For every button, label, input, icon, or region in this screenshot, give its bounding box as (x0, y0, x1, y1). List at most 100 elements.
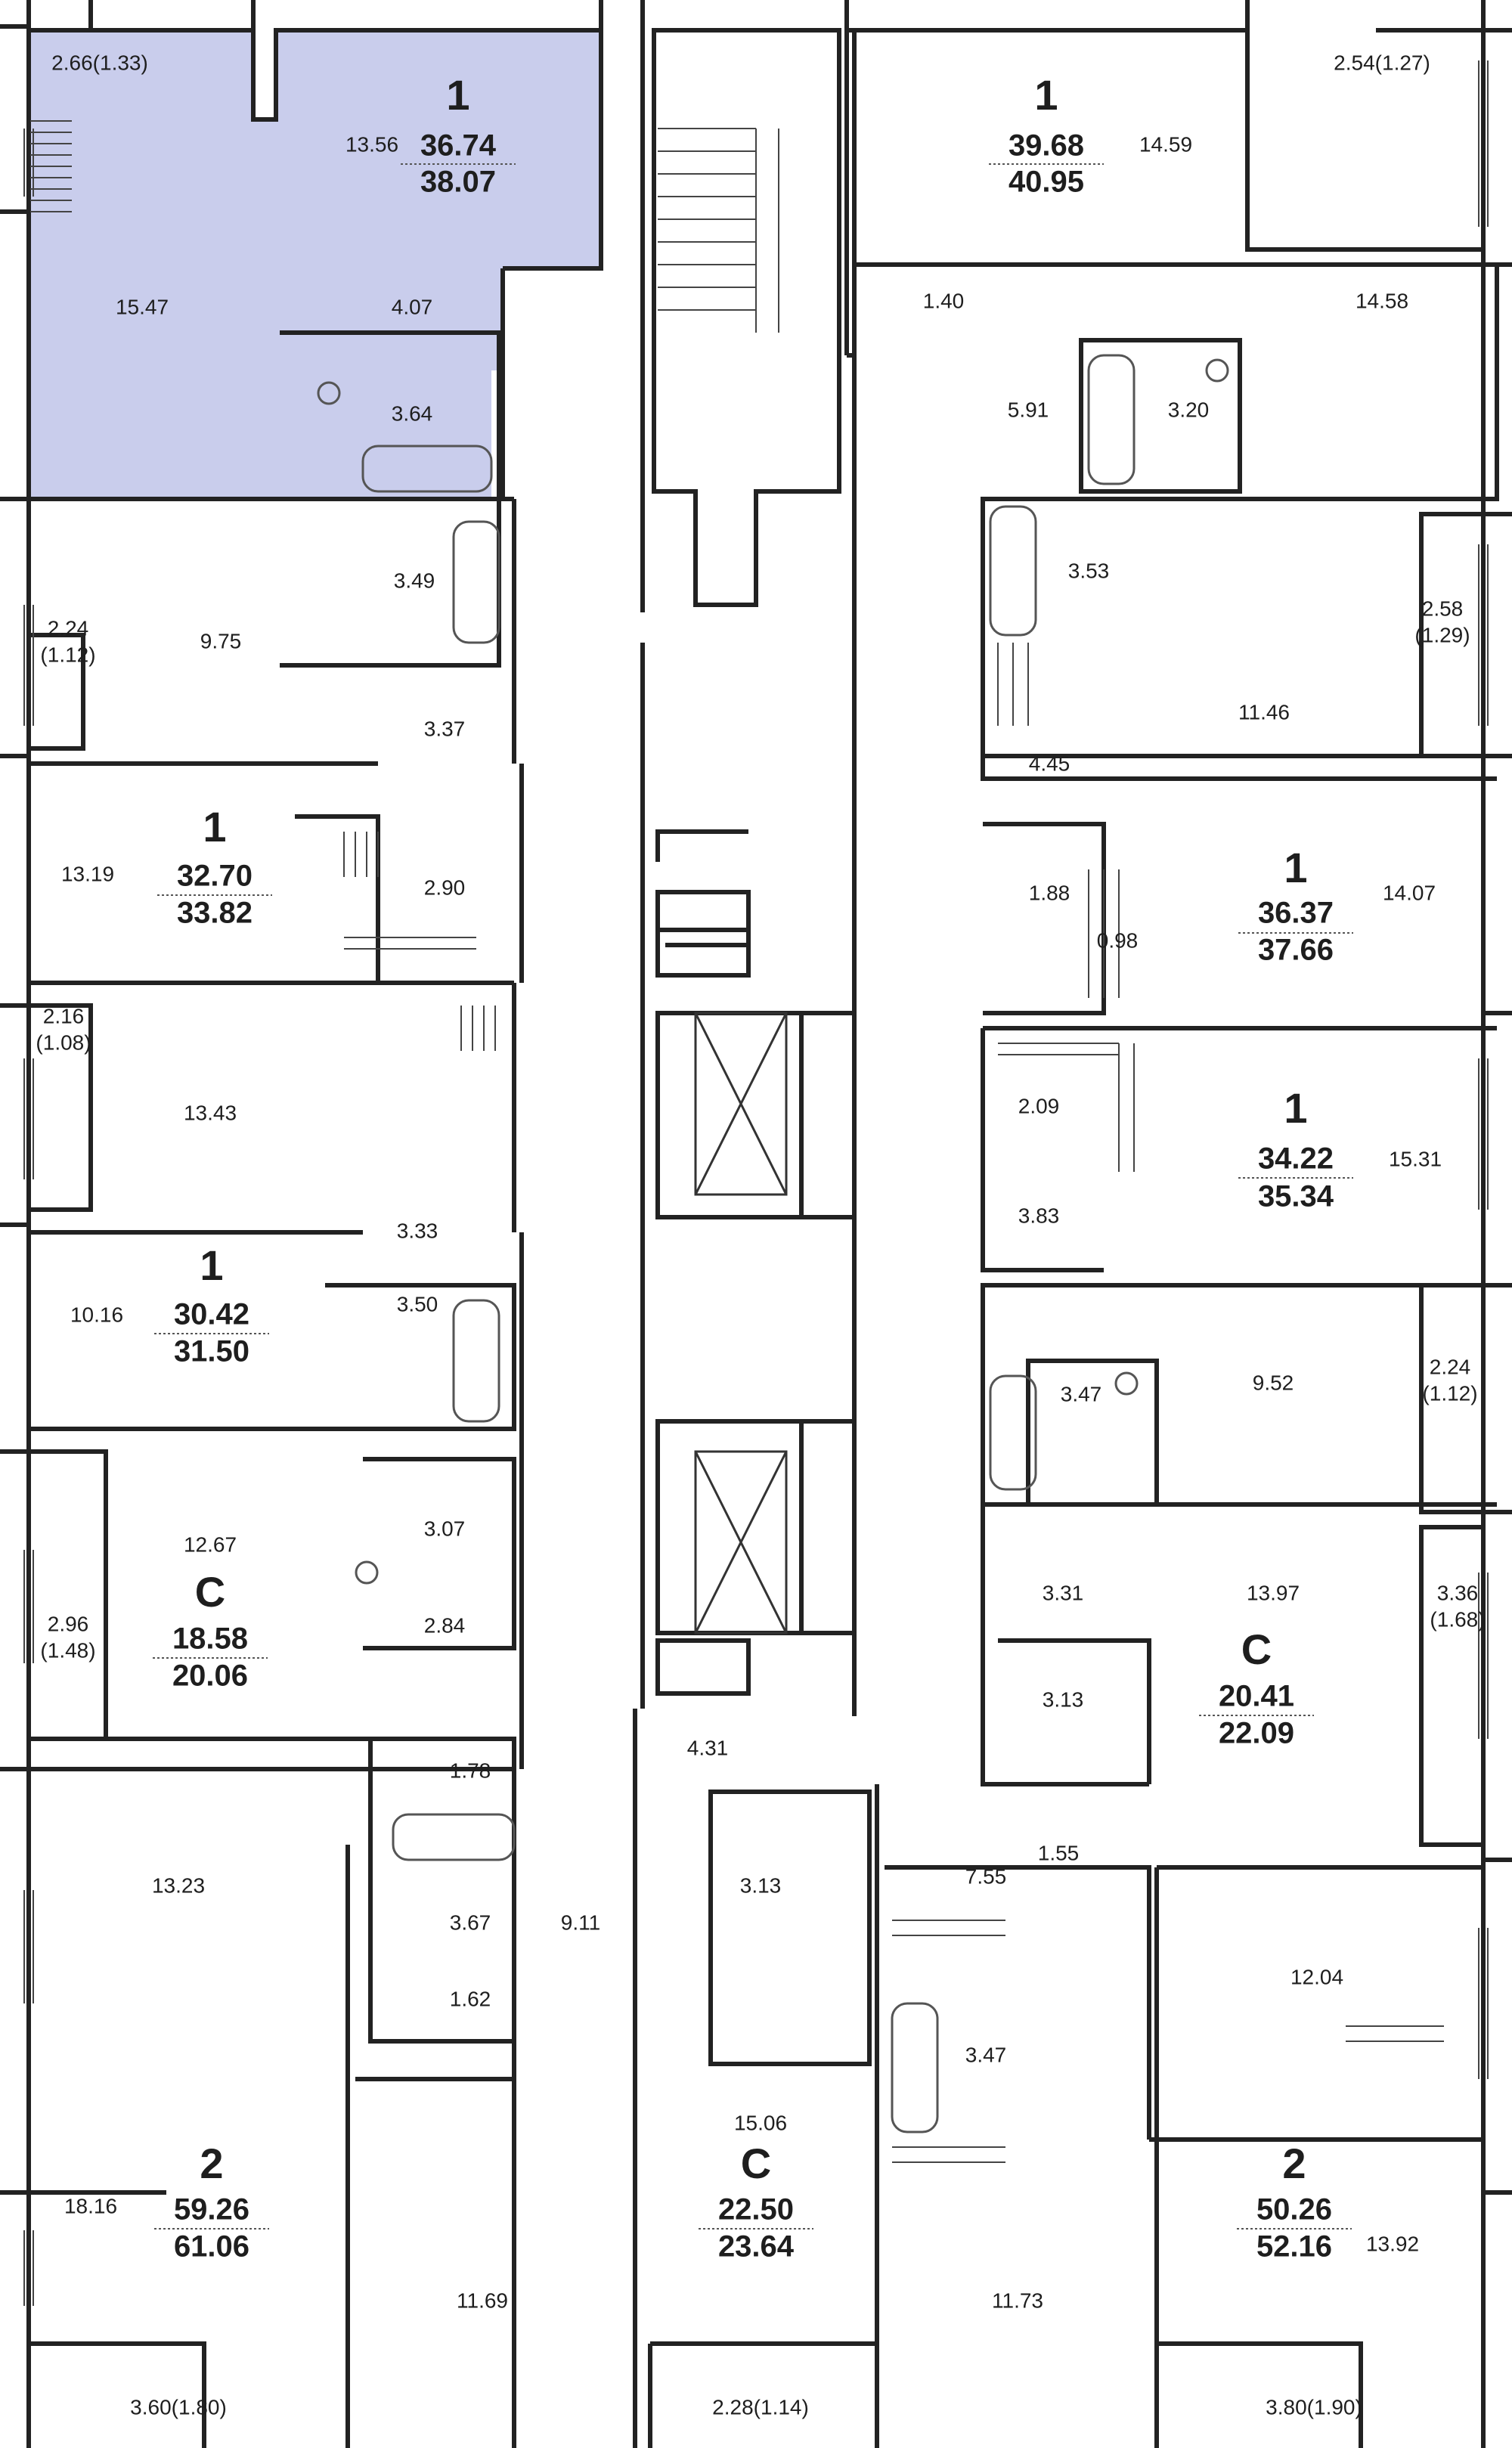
room-area: 2.96 (48, 1612, 89, 1635)
room-area: 3.20 (1168, 398, 1210, 421)
room-area: 3.83 (1018, 1204, 1060, 1227)
room-area: 3.67 (450, 1910, 491, 1934)
unit-label-2[interactable]: 1 39.68 40.95 (989, 71, 1104, 199)
unit-label-1[interactable]: 1 36.74 38.07 (401, 71, 516, 199)
room-area: (1.68) (1430, 1607, 1485, 1631)
room-area: 3.31 (1043, 1581, 1084, 1604)
room-area: (1.12) (1422, 1381, 1477, 1405)
room-area: 13.97 (1247, 1581, 1300, 1604)
unit-area-living: 22.50 (718, 2193, 794, 2226)
unit-area-living: 39.68 (1009, 129, 1084, 163)
unit-label-11[interactable]: 2 50.26 52.16 (1237, 2140, 1352, 2264)
unit-area-living: 50.26 (1256, 2193, 1332, 2226)
room-area: 13.92 (1366, 2232, 1419, 2255)
unit-type: 1 (1034, 71, 1058, 119)
room-area: (1.08) (36, 1030, 91, 1054)
room-area: 2.54(1.27) (1334, 51, 1430, 74)
unit-label-7[interactable]: C 18.58 20.06 (153, 1568, 268, 1693)
room-area: 2.09 (1018, 1094, 1060, 1117)
elevator-1 (694, 1012, 788, 1196)
unit-area-total: 38.07 (420, 166, 496, 199)
unit-area-living: 32.70 (177, 860, 253, 893)
room-area: 3.47 (1061, 1382, 1102, 1405)
unit-label-4[interactable]: 1 36.37 37.66 (1238, 844, 1353, 967)
unit-area-living: 30.42 (174, 1298, 249, 1331)
room-area: 2.16 (43, 1004, 85, 1027)
unit-area-living: 20.41 (1219, 1680, 1294, 1713)
unit-type: 2 (200, 2140, 223, 2187)
room-area: 2.58 (1422, 597, 1464, 620)
unit-label-8[interactable]: C 20.41 22.09 (1199, 1625, 1314, 1750)
room-area: 13.23 (152, 1873, 205, 1897)
unit-area-total: 31.50 (174, 1335, 249, 1368)
unit-type: C (1241, 1625, 1272, 1673)
unit-area-living: 18.58 (172, 1622, 248, 1656)
unit-label-9[interactable]: 2 59.26 61.06 (154, 2140, 269, 2264)
room-area: 2.24 (1430, 1355, 1471, 1378)
unit-type: 1 (203, 803, 226, 851)
room-labels: 2.66(1.33) 13.56 15.47 4.07 3.64 14.59 2… (36, 51, 1485, 2419)
room-area: 3.37 (424, 717, 466, 740)
unit-type: 1 (446, 71, 469, 119)
room-area: 1.40 (923, 289, 965, 312)
room-area: 3.47 (965, 2043, 1007, 2066)
room-area: 3.13 (740, 1873, 782, 1897)
room-area: 14.59 (1139, 132, 1192, 156)
room-area: 9.75 (200, 629, 242, 652)
room-area: 9.52 (1253, 1371, 1294, 1394)
room-area: 15.06 (734, 2111, 787, 2134)
room-area: 14.07 (1383, 881, 1436, 904)
highlight-fill (29, 30, 601, 499)
unit-area-living: 36.74 (420, 129, 497, 163)
room-area: 3.33 (397, 1219, 438, 1242)
unit-area-total: 37.66 (1258, 934, 1334, 967)
unit-area-living: 34.22 (1258, 1142, 1334, 1176)
room-area: 11.73 (992, 2288, 1043, 2312)
room-area: 3.36 (1437, 1581, 1479, 1604)
unit-type: C (195, 1568, 225, 1616)
room-area: 2.28(1.14) (712, 2395, 809, 2419)
room-area: 13.56 (345, 132, 398, 156)
unit-area-total: 40.95 (1009, 166, 1084, 199)
room-area: 4.45 (1029, 751, 1070, 775)
room-area: 3.07 (424, 1517, 466, 1540)
wardrobes (30, 120, 1444, 2163)
stairwell (658, 128, 779, 333)
unit-label-5[interactable]: 1 34.22 35.34 (1238, 1084, 1353, 1213)
room-area: 2.66(1.33) (51, 51, 148, 74)
unit-area-living: 59.26 (174, 2193, 249, 2226)
unit-type: 2 (1282, 2140, 1306, 2187)
room-area: 9.11 (561, 1910, 600, 1934)
room-area: 2.90 (424, 875, 466, 899)
unit-labels: 1 36.74 38.07 1 39.68 40.95 1 32.70 33.8… (153, 71, 1353, 2264)
unit-type: 1 (200, 1241, 223, 1289)
room-area: 2.24 (48, 616, 89, 640)
room-area: 5.91 (1008, 398, 1049, 421)
highlighted-apartment[interactable] (29, 30, 601, 499)
room-area: 3.50 (397, 1292, 438, 1315)
unit-label-3[interactable]: 1 32.70 33.82 (157, 803, 272, 930)
room-area: 11.46 (1238, 700, 1290, 724)
elevator-2 (694, 1450, 788, 1635)
room-area: 4.31 (687, 1736, 729, 1759)
room-area: (1.12) (40, 643, 95, 666)
room-area: 3.49 (394, 569, 435, 592)
room-area: 13.43 (184, 1101, 237, 1124)
room-area: 14.58 (1356, 289, 1408, 312)
unit-area-total: 23.64 (718, 2230, 795, 2264)
room-area: 3.80(1.90) (1266, 2395, 1362, 2419)
unit-area-total: 52.16 (1256, 2230, 1332, 2264)
unit-area-total: 35.34 (1258, 1180, 1334, 1213)
room-area: 1.62 (450, 1987, 491, 2010)
unit-label-6[interactable]: 1 30.42 31.50 (154, 1241, 269, 1368)
unit-label-10[interactable]: C 22.50 23.64 (699, 2140, 813, 2264)
unit-area-total: 22.09 (1219, 1717, 1294, 1750)
unit-type: 1 (1284, 844, 1307, 891)
room-area: 15.31 (1389, 1147, 1442, 1170)
unit-type: 1 (1284, 1084, 1307, 1132)
unit-type: C (741, 2140, 771, 2187)
room-area: 1.88 (1029, 881, 1070, 904)
room-area: (1.48) (40, 1638, 95, 1662)
